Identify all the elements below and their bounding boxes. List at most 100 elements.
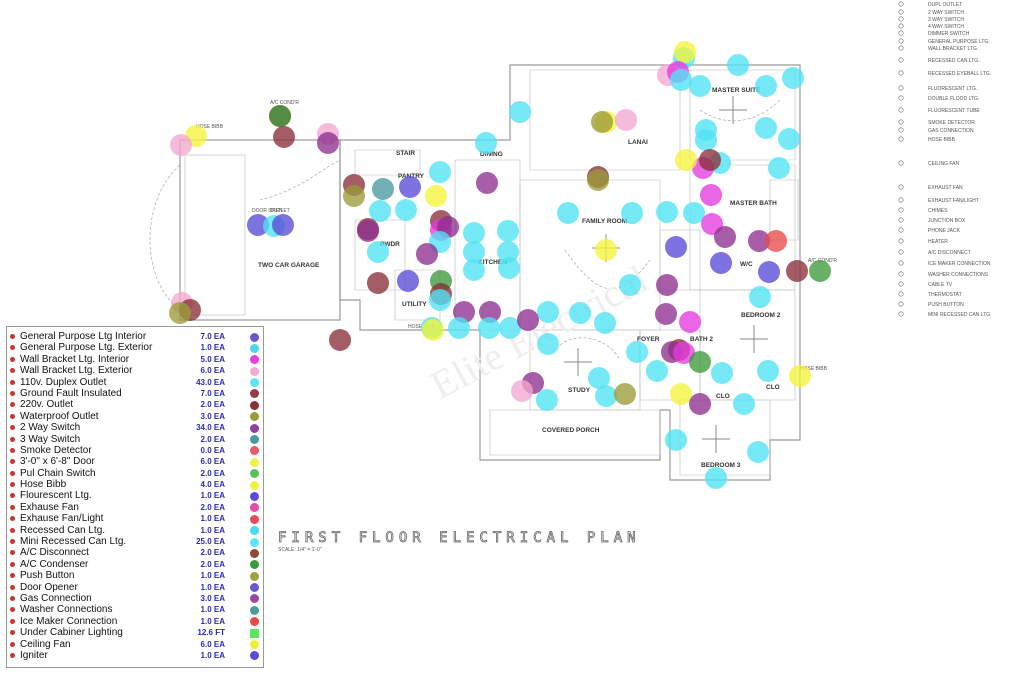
symbol-icon <box>898 70 904 76</box>
magenta-device-marker <box>700 184 722 206</box>
legend-color-swatch <box>250 389 259 399</box>
bullet-icon <box>10 504 15 510</box>
legend-label: 3'-0" x 6'-8" Door <box>20 456 95 468</box>
legend-color-swatch <box>250 457 259 467</box>
symbol-icon <box>898 249 904 255</box>
legend-label: Push Button <box>20 570 75 582</box>
legend-label: General Purpose Ltg. Exterior <box>20 342 153 354</box>
symbol-key-item: THERMOSTAT <box>898 291 962 298</box>
symbol-key-label: 4 WAY SWITCH <box>928 24 964 30</box>
legend-color-swatch <box>250 640 259 650</box>
symbol-key-label: EXHAUST FAN <box>928 185 963 191</box>
bullet-icon <box>10 516 15 522</box>
symbol-key-item: WALL BRACKET LTG. <box>898 45 978 52</box>
bullet-icon <box>10 618 15 624</box>
legend-color-swatch <box>250 423 259 433</box>
legend-row: Push Button 1.0 EA <box>7 570 263 581</box>
symbol-key-item: A/C DISCONNECT <box>898 249 971 256</box>
room-label-lanai: LANAI <box>628 139 648 146</box>
symbol-key-item: PHONE JACK <box>898 227 961 234</box>
legend-color-swatch <box>250 469 259 479</box>
symbol-key-item: WASHER CONNECTIONS <box>898 271 989 278</box>
yellow-device-marker <box>675 149 697 171</box>
yellow-device-marker <box>595 239 617 261</box>
symbol-key-label: FLUORESCENT LTG. <box>928 86 977 92</box>
symbol-icon <box>898 227 904 233</box>
cyan-device-marker <box>369 200 391 222</box>
cyan-device-marker <box>755 117 777 139</box>
cyan-device-marker <box>463 222 485 244</box>
symbol-key-item: RECESSED CAN LTG. <box>898 57 980 64</box>
cyan-device-marker <box>594 312 616 334</box>
bullet-icon <box>10 652 15 658</box>
bullet-icon <box>10 402 15 408</box>
symbol-icon <box>898 119 904 125</box>
legend-label: Pul Chain Switch <box>20 467 96 479</box>
purple-device-marker <box>689 393 711 415</box>
label-outlet: OUTLET <box>270 208 290 214</box>
legend-label: Exhause Fan <box>20 501 79 513</box>
cyan-device-marker <box>619 274 641 296</box>
purple-device-marker <box>714 226 736 248</box>
room-label-clo1: CLO <box>716 393 730 400</box>
symbol-icon <box>898 57 904 63</box>
symbol-key-label: ICE MAKER CONNECTION <box>928 261 991 267</box>
symbol-key-item: PUSH BUTTON <box>898 301 964 308</box>
symbol-icon <box>898 95 904 101</box>
cyan-device-marker <box>665 429 687 451</box>
symbol-icon <box>898 281 904 287</box>
cyan-device-marker <box>429 289 451 311</box>
cyan-device-marker <box>705 467 727 489</box>
bullet-icon <box>10 573 15 579</box>
room-label-pwdr: PWDR <box>380 241 400 248</box>
legend-label: 2 Way Switch <box>20 422 81 434</box>
cyan-device-marker <box>646 360 668 382</box>
bullet-icon <box>10 447 15 453</box>
room-label-foyer: FOYER <box>637 336 660 343</box>
symbol-icon <box>898 45 904 51</box>
symbol-key-label: THERMOSTAT <box>928 292 962 298</box>
symbol-key-label: 3 WAY SWITCH <box>928 17 964 23</box>
maroon-device-marker <box>329 329 351 351</box>
room-label-bedroom3: BEDROOM 3 <box>701 462 741 469</box>
legend-label: 220v. Outlet <box>20 399 74 411</box>
cyan-device-marker <box>536 389 558 411</box>
legend-label: General Purpose Ltg Interior <box>20 331 147 342</box>
legend-quantity: 4.0 EA <box>200 480 225 490</box>
cyan-device-marker <box>768 157 790 179</box>
symbol-key-item: GAS CONNECTION <box>898 127 974 134</box>
purple-device-marker <box>416 243 438 265</box>
room-label-master-suite: MASTER SUITE <box>712 87 761 94</box>
legend-color-swatch <box>250 628 259 638</box>
symbol-icon <box>898 38 904 44</box>
bullet-icon <box>10 493 15 499</box>
symbol-key-item: MINI RECESSED CAN LTG. <box>898 311 992 318</box>
legend-quantity: 1.0 EA <box>200 571 225 581</box>
symbol-key-item: ICE MAKER CONNECTION <box>898 260 991 267</box>
cyan-device-marker <box>782 67 804 89</box>
legend-quantity: 1.0 EA <box>200 514 225 524</box>
legend-label: Ceiling Fan <box>20 638 71 650</box>
symbol-key-label: PUSH BUTTON <box>928 302 964 308</box>
symbol-icon <box>898 197 904 203</box>
maroon-device-marker <box>367 272 389 294</box>
room-label-stair: STAIR <box>396 150 415 157</box>
legend-color-swatch <box>250 400 259 410</box>
legend-label: 3 Way Switch <box>20 433 81 445</box>
purple-device-marker <box>317 132 339 154</box>
symbol-key-label: EXHAUST FAN/LIGHT <box>928 198 979 204</box>
olive-device-marker <box>587 169 609 191</box>
cyan-device-marker <box>747 441 769 463</box>
cyan-device-marker <box>509 101 531 123</box>
legend-color-swatch <box>250 332 259 342</box>
room-label-kitchen: KITCHEN <box>478 259 507 266</box>
room-label-wic: W/C <box>740 261 753 268</box>
room-label-covered-porch: COVERED PORCH <box>542 427 600 434</box>
symbol-key-label: GENERAL PURPOSE LTG. <box>928 39 990 45</box>
